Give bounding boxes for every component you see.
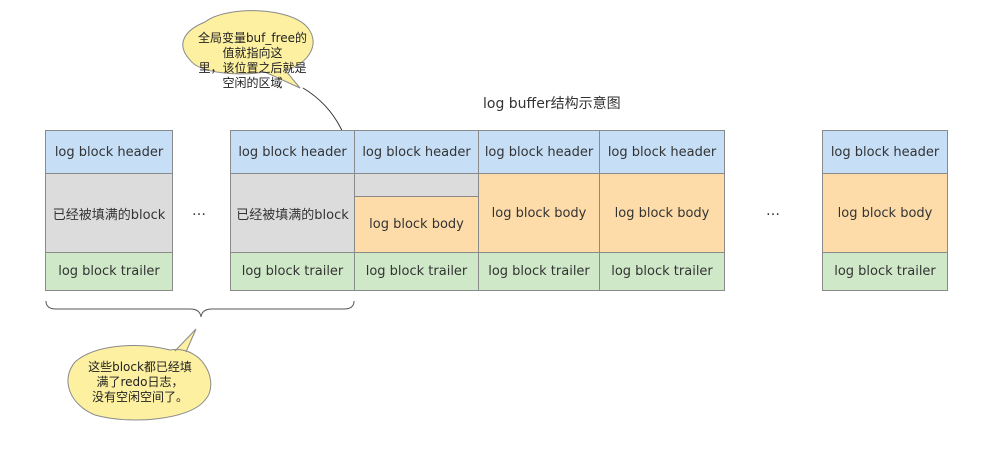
used-space — [354, 173, 479, 197]
top-callout-line1: 全局变量buf_free的值就指向这 — [197, 31, 308, 60]
block-trailer: log block trailer — [822, 252, 948, 291]
bottom-callout-line2: 满了redo日志， — [96, 375, 184, 389]
block-header: log block header — [822, 130, 948, 174]
block-trailer: log block trailer — [478, 252, 600, 291]
filled-block-body: 已经被填满的block — [230, 173, 355, 253]
free-block-body: log block body — [478, 173, 600, 253]
block-header: log block header — [599, 130, 725, 174]
top-callout-bubble — [182, 10, 314, 89]
block-trailer: log block trailer — [230, 252, 355, 291]
bottom-callout-line1: 这些block都已经填 — [88, 360, 192, 374]
block-trailer: log block trailer — [354, 252, 479, 291]
block-header: log block header — [230, 130, 355, 174]
filled-block-body: 已经被填满的block — [45, 173, 173, 253]
bottom-callout-line3: 没有空闲空间了。 — [91, 390, 188, 404]
block-header: log block header — [478, 130, 600, 174]
free-block-body: log block body — [822, 173, 948, 253]
bottom-callout: 这些block都已经填 满了redo日志， 没有空闲空间了。 — [80, 360, 200, 405]
block-trailer: log block trailer — [599, 252, 725, 291]
block-header: log block header — [354, 130, 479, 174]
top-callout: 全局变量buf_free的值就指向这 里，该位置之后就是空闲的区域 — [195, 31, 310, 91]
top-callout-line2: 里，该位置之后就是空闲的区域 — [198, 61, 307, 90]
block-trailer: log block trailer — [45, 252, 173, 291]
diagram-title: log buffer结构示意图 — [483, 96, 621, 112]
bottom-callout-bubble — [67, 328, 212, 421]
ellipsis-left: … — [192, 203, 206, 219]
filled-blocks-brace — [45, 300, 355, 318]
free-block-body: log block body — [354, 196, 479, 253]
free-block-body: log block body — [599, 173, 725, 253]
block-header: log block header — [45, 130, 173, 174]
ellipsis-right: … — [766, 203, 780, 219]
